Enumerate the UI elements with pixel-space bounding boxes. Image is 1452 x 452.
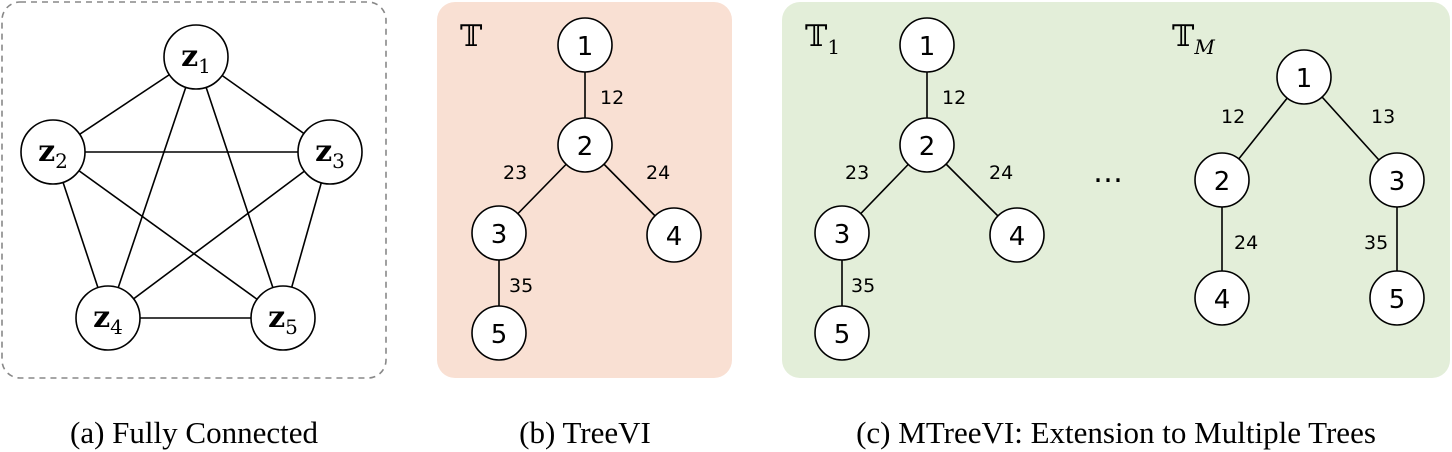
svg-text:3: 3 — [834, 220, 851, 250]
svg-text:2: 2 — [1214, 167, 1231, 197]
edge-z1-z4 — [107, 56, 197, 319]
caption-a: (a) Fully Connected — [70, 415, 318, 450]
svg-text:z1: z1 — [181, 39, 211, 78]
node-b-2: 2 — [557, 117, 613, 173]
node-z4: z4 — [75, 285, 141, 351]
svg-text:1: 1 — [1296, 64, 1313, 94]
edge-label-tM-35: 35 — [1364, 232, 1388, 254]
svg-text:1: 1 — [919, 32, 936, 62]
edge-label-t1-23: 23 — [845, 162, 869, 184]
svg-text:z3: z3 — [315, 134, 345, 173]
svg-text:5: 5 — [1389, 285, 1406, 315]
edge-label-tM-24: 24 — [1234, 232, 1258, 254]
node-b-3: 3 — [471, 205, 527, 261]
panel-c-treeM-title: 𝕋M — [1172, 19, 1215, 59]
node-t1-1: 1 — [899, 17, 955, 73]
svg-text:4: 4 — [666, 222, 683, 252]
edge-label-t1-24: 24 — [989, 162, 1013, 184]
node-t1-5: 5 — [814, 305, 870, 361]
node-t1-4: 4 — [989, 207, 1045, 263]
node-tM-2: 2 — [1194, 152, 1250, 208]
edge-label-tM-12: 12 — [1221, 106, 1245, 128]
node-z3: z3 — [297, 119, 363, 185]
edge-label-t1-35: 35 — [851, 275, 875, 297]
panel-a-frame — [1, 1, 387, 379]
node-z2: z2 — [20, 119, 86, 185]
node-tM-1: 1 — [1276, 49, 1332, 105]
svg-text:5: 5 — [491, 320, 508, 350]
svg-text:5: 5 — [834, 320, 851, 350]
svg-text:z2: z2 — [38, 134, 68, 173]
node-tM-5: 5 — [1369, 270, 1425, 326]
panel-b-background — [437, 2, 732, 378]
svg-text:1: 1 — [577, 32, 594, 62]
edge-label-tM-13: 13 — [1371, 106, 1395, 128]
trees-ellipsis: … — [1093, 155, 1123, 190]
edge-label-b-24: 24 — [646, 162, 670, 184]
svg-text:2: 2 — [577, 132, 594, 162]
svg-text:z5: z5 — [268, 300, 298, 339]
svg-text:2: 2 — [919, 132, 936, 162]
node-t1-3: 3 — [814, 205, 870, 261]
node-z1: z1 — [163, 24, 229, 90]
edge-label-b-12: 12 — [600, 87, 624, 109]
svg-text:z4: z4 — [93, 300, 123, 339]
panel-b-title: 𝕋 — [460, 19, 483, 54]
svg-text:4: 4 — [1214, 285, 1231, 315]
node-tM-4: 4 — [1194, 270, 1250, 326]
panel-c-tree1-title: 𝕋1 — [805, 19, 840, 59]
node-b-5: 5 — [471, 305, 527, 361]
caption-c: (c) MTreeVI: Extension to Multiple Trees — [856, 415, 1376, 450]
node-z5: z5 — [250, 285, 316, 351]
node-b-4: 4 — [646, 207, 702, 263]
edge-label-b-35: 35 — [509, 275, 533, 297]
edge-z1-z5 — [195, 56, 284, 319]
panel-a-edges — [52, 56, 331, 319]
panel-c-background — [782, 2, 1450, 378]
edge-label-t1-12: 12 — [942, 87, 966, 109]
svg-text:4: 4 — [1009, 222, 1026, 252]
node-b-1: 1 — [557, 17, 613, 73]
caption-b: (b) TreeVI — [519, 415, 651, 450]
edge-label-b-23: 23 — [503, 162, 527, 184]
edge-z3-z4 — [107, 151, 331, 319]
edge-z2-z5 — [52, 151, 284, 319]
node-tM-3: 3 — [1369, 152, 1425, 208]
svg-text:3: 3 — [1389, 167, 1406, 197]
svg-text:3: 3 — [491, 220, 508, 250]
node-t1-2: 2 — [899, 117, 955, 173]
